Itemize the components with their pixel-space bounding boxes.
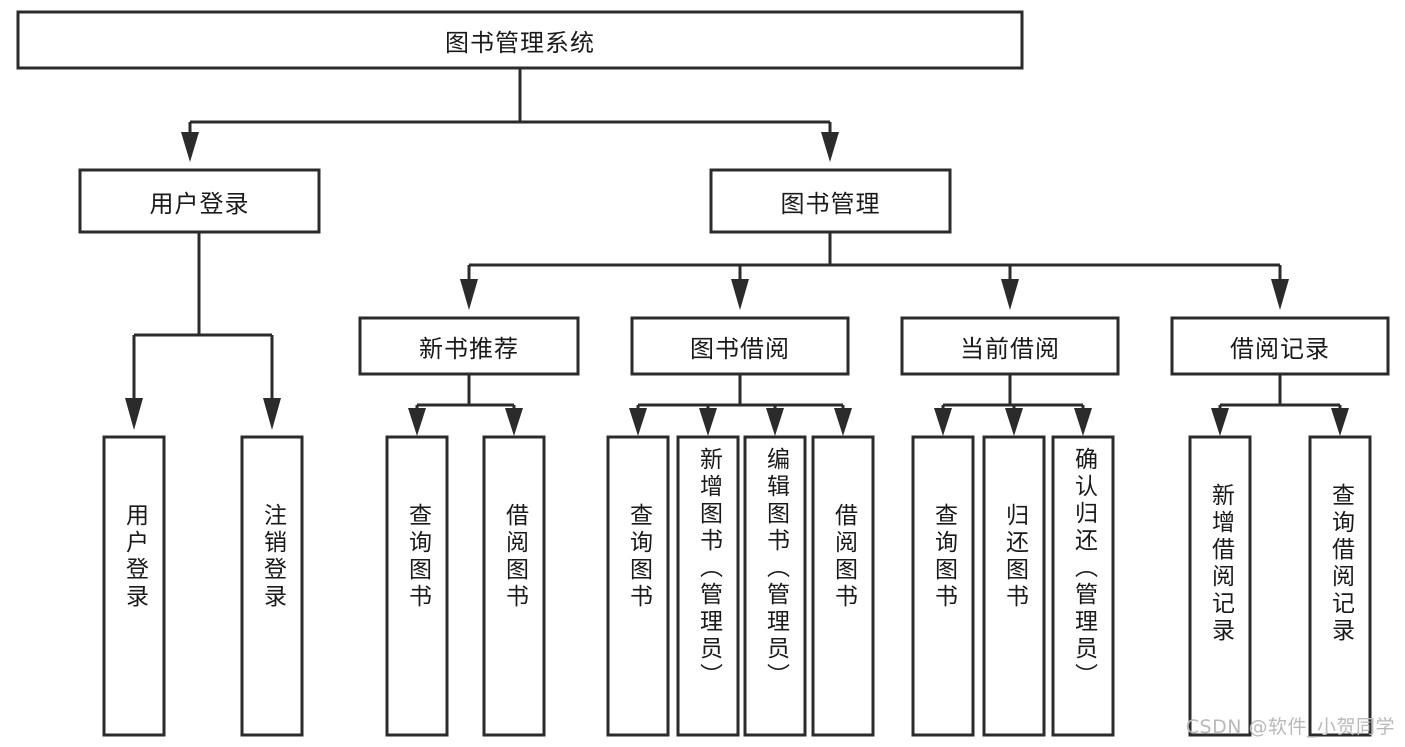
csdn-watermark: CSDN @软件_小贺同学 [1185, 716, 1395, 738]
arrow-head-leaf-user-login [125, 398, 143, 430]
connector-group-root-to-level2 [181, 68, 839, 162]
connector-group-borrow-record-to-leaves [1211, 374, 1349, 436]
arrow-head-borrow-record [1271, 279, 1289, 310]
arrow-head-leaf-return-book [1005, 408, 1023, 436]
node-box-user-login[interactable] [78, 168, 321, 234]
arrow-head-leaf-add-borrow-record [1211, 408, 1229, 436]
node-box-current-borrow[interactable] [900, 316, 1120, 376]
arrow-head-leaf-user-logout [263, 398, 281, 430]
node-box-leaf-confirm-return-admin[interactable] [1051, 435, 1115, 737]
node-box-book-borrow[interactable] [630, 316, 850, 376]
arrow-head-leaf-edit-book-admin [766, 408, 784, 436]
arrow-head-user-login [181, 132, 199, 162]
node-box-leaf-user-logout[interactable] [240, 435, 304, 737]
connector-group-book-manage-to-level3 [460, 232, 1289, 310]
arrow-head-leaf-query-book-3 [934, 408, 952, 436]
node-box-leaf-add-book-admin[interactable] [676, 435, 740, 737]
connector-group-book-borrow-to-leaves [629, 374, 852, 436]
connector-group-new-book-recommend-to-leaves [408, 374, 523, 436]
node-box-leaf-borrow-book-2[interactable] [811, 435, 875, 737]
arrow-head-leaf-confirm-return-admin [1074, 408, 1092, 436]
node-box-leaf-query-book-3[interactable] [911, 435, 975, 737]
node-box-leaf-add-borrow-record[interactable] [1188, 435, 1252, 737]
node-box-leaf-query-borrow-record[interactable] [1308, 435, 1372, 737]
node-box-leaf-edit-book-admin[interactable] [743, 435, 807, 737]
node-box-new-book-recommend[interactable] [358, 316, 580, 376]
arrow-head-leaf-borrow-book-1 [505, 408, 523, 436]
arrow-head-leaf-query-book-1 [408, 408, 426, 436]
arrow-head-leaf-borrow-book-2 [834, 408, 852, 436]
arrow-head-current-borrow [1001, 279, 1019, 310]
node-box-leaf-query-book-2[interactable] [606, 435, 670, 737]
connector-group-current-borrow-to-leaves [934, 374, 1092, 436]
node-box-book-manage[interactable] [709, 168, 952, 234]
arrow-head-leaf-query-book-2 [629, 408, 647, 436]
node-box-borrow-record[interactable] [1170, 316, 1390, 376]
node-box-root[interactable] [16, 10, 1024, 70]
arrow-head-book-manage [821, 132, 839, 162]
arrow-head-leaf-query-borrow-record [1331, 408, 1349, 436]
arrow-head-leaf-add-book-admin [699, 408, 717, 436]
node-box-leaf-return-book[interactable] [982, 435, 1046, 737]
connector-group-user-login-to-leaves [125, 232, 281, 430]
arrow-head-book-borrow [731, 279, 749, 310]
node-box-leaf-borrow-book-1[interactable] [482, 435, 546, 737]
node-box-leaf-query-book-1[interactable] [385, 435, 449, 737]
node-box-leaf-user-login[interactable] [102, 435, 166, 737]
arrow-head-new-book-recommend [460, 279, 478, 310]
